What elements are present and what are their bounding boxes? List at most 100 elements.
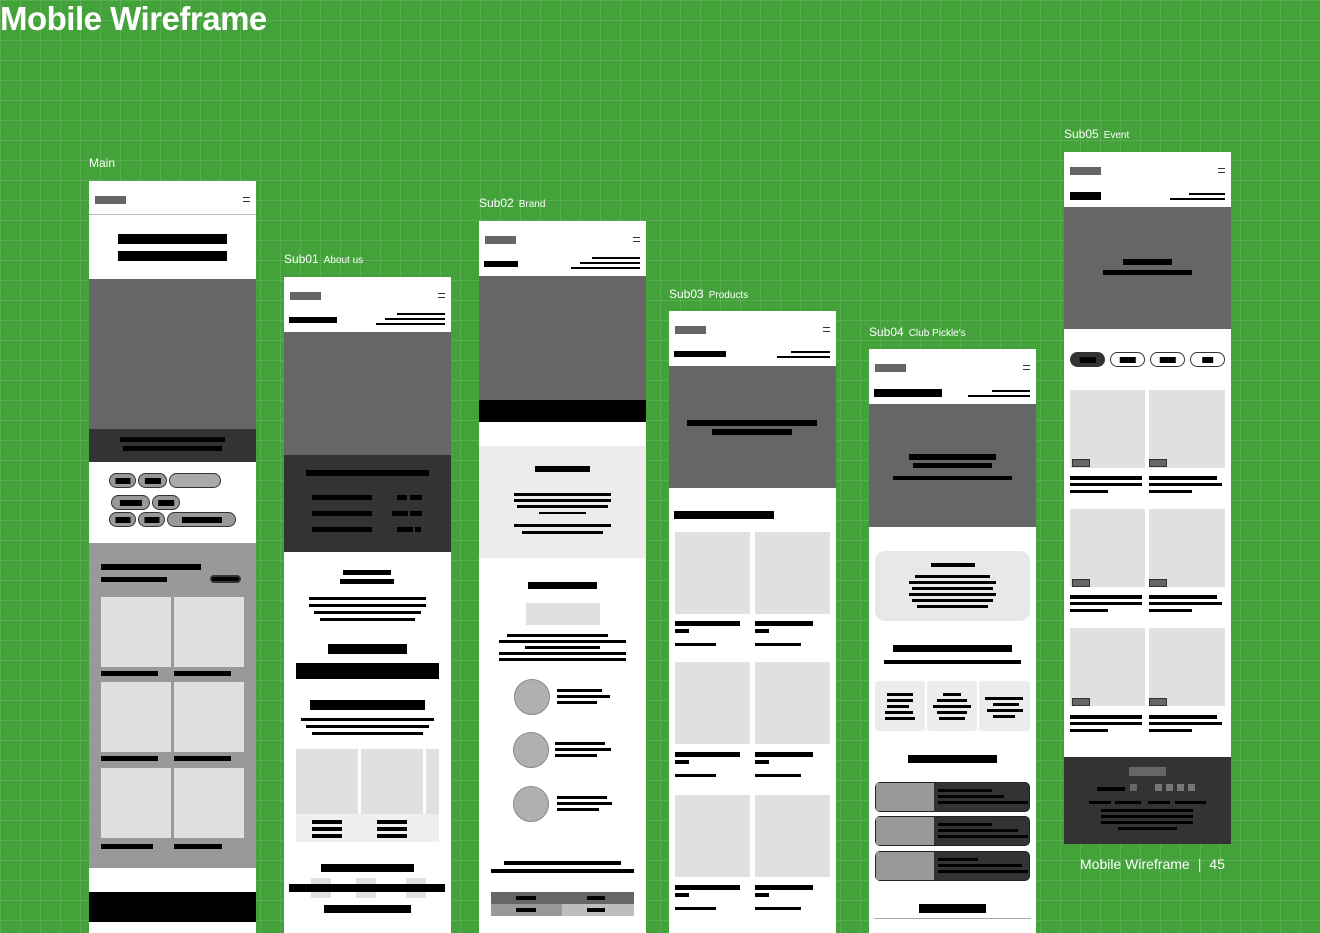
event-thumb[interactable] [1149, 390, 1225, 468]
product-thumb[interactable] [174, 682, 244, 752]
product-thumb[interactable] [101, 768, 171, 838]
screen-code: Sub02 [479, 196, 514, 210]
avatar [514, 679, 550, 715]
page-heading-block [874, 389, 942, 397]
hero-caption-band [479, 400, 646, 422]
section-heading-block [893, 645, 1012, 652]
section-heading-block [328, 644, 407, 654]
headline-block [118, 251, 227, 261]
hamburger-icon[interactable] [1023, 365, 1030, 370]
list-item[interactable] [875, 782, 1030, 812]
event-thumb[interactable] [1070, 628, 1145, 706]
screen-code: Main [89, 156, 116, 170]
section-heading-block [310, 700, 425, 710]
product-thumb[interactable] [675, 532, 750, 614]
page-title: Mobile Wireframe [0, 0, 267, 37]
product-thumb[interactable] [174, 768, 244, 838]
product-thumb[interactable] [675, 662, 750, 744]
site-footer [1064, 757, 1231, 844]
screen-code: Sub05 [1064, 127, 1099, 141]
logo-placeholder [1070, 167, 1101, 175]
list-item[interactable] [875, 851, 1030, 881]
image-placeholder [526, 603, 600, 625]
product-thumb[interactable] [755, 795, 830, 877]
screen-name: Club Pickle's [908, 328, 966, 339]
hamburger-icon[interactable] [633, 237, 640, 242]
hero-image [284, 332, 451, 455]
event-thumb[interactable] [1149, 509, 1225, 587]
category-heading-block [674, 511, 774, 519]
hero-caption-band [89, 429, 256, 462]
event-thumb[interactable] [1070, 390, 1145, 468]
feature-card [979, 681, 1030, 731]
page-heading-block [674, 351, 726, 357]
hero-image [1064, 207, 1231, 329]
footer-separator: | [1197, 856, 1202, 872]
page-heading-block [484, 261, 518, 267]
tag-chip[interactable] [111, 495, 150, 510]
sub03-label: Sub03 Products [669, 285, 748, 303]
hero-image [89, 279, 256, 429]
screen-code: Sub04 [869, 325, 904, 339]
avatar [513, 732, 549, 768]
sub04-label: Sub04 Club Pickle's [869, 323, 966, 341]
logo-placeholder [675, 326, 706, 334]
divider [89, 214, 256, 215]
hamburger-icon[interactable] [823, 327, 830, 332]
product-thumb[interactable] [101, 597, 171, 667]
feature-card [875, 681, 925, 731]
sub02-label: Sub02 Brand [479, 194, 545, 212]
feature-card [927, 681, 977, 731]
map-band [289, 884, 445, 892]
list-item[interactable] [875, 816, 1030, 846]
intro-card [875, 551, 1030, 621]
sub05-screen [1064, 152, 1231, 844]
avatar [513, 786, 549, 822]
main-screen [89, 181, 256, 933]
product-thumb[interactable] [101, 682, 171, 752]
section-heading-block [528, 582, 597, 589]
tag-chip[interactable] [169, 473, 221, 488]
page-heading-block [289, 317, 337, 323]
filter-tab[interactable] [1110, 352, 1145, 367]
tag-chip[interactable] [152, 495, 180, 510]
sub02-screen [479, 221, 646, 933]
event-thumb[interactable] [1149, 628, 1225, 706]
product-thumb[interactable] [675, 795, 750, 877]
screen-code: Sub03 [669, 287, 704, 301]
info-band [284, 455, 451, 552]
product-thumb[interactable] [174, 597, 244, 667]
screen-name: About us [323, 255, 364, 266]
filter-tab-active[interactable] [1070, 352, 1105, 367]
product-thumb[interactable] [755, 532, 830, 614]
tag-chip[interactable] [167, 512, 236, 527]
product-grid-section [89, 543, 256, 868]
filter-tab[interactable] [1190, 352, 1225, 367]
hero-image [479, 276, 646, 400]
hamburger-icon[interactable] [438, 293, 445, 298]
product-thumb[interactable] [755, 662, 830, 744]
sub01-screen [284, 277, 451, 933]
hamburger-icon[interactable] [243, 197, 250, 202]
tag-chip[interactable] [109, 473, 136, 488]
logo-placeholder [875, 364, 906, 372]
section-heading-block [908, 755, 997, 763]
tag-chip[interactable] [138, 473, 167, 488]
tag-chip[interactable] [138, 512, 165, 527]
event-thumb[interactable] [1070, 509, 1145, 587]
headline-block [118, 234, 227, 244]
screen-name: Brand [518, 199, 546, 210]
screen-name: Products [708, 290, 749, 301]
logo-placeholder [95, 196, 126, 204]
tag-chip[interactable] [109, 512, 136, 527]
page-footer: Mobile Wireframe|45 [1080, 856, 1225, 872]
sub03-screen [669, 311, 836, 933]
logo-placeholder [290, 292, 321, 300]
hamburger-icon[interactable] [1218, 168, 1225, 173]
filter-tab[interactable] [1150, 352, 1185, 367]
banner-block [296, 663, 439, 679]
page-number: 45 [1209, 856, 1225, 872]
footer-band [89, 892, 256, 922]
logo-placeholder [485, 236, 516, 244]
